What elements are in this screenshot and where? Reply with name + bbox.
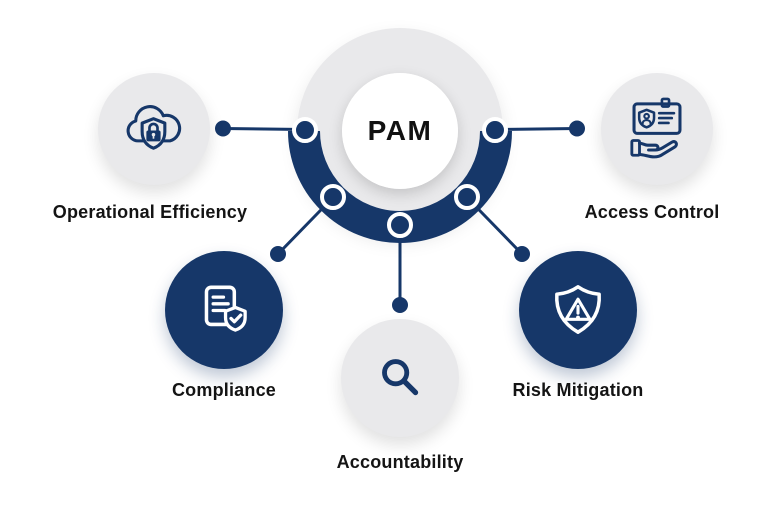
arc-node-left [291, 116, 318, 143]
circle-operational-efficiency [98, 73, 210, 185]
arc-node-bottom-left [319, 184, 346, 210]
circle-compliance [165, 251, 283, 369]
id-card-hand-icon [630, 97, 682, 159]
label-risk-mitigation: Risk Mitigation [512, 380, 644, 400]
connector-dot [270, 246, 286, 262]
arc-node-bottom-right [453, 184, 480, 210]
arc-node-bottom [386, 212, 413, 238]
label-compliance: Compliance [171, 380, 277, 400]
circle-accountability [341, 319, 459, 437]
connector-dot [215, 120, 231, 137]
magnifier-icon [382, 359, 419, 396]
shield-warning-icon [555, 285, 601, 334]
connector-dot [569, 120, 585, 137]
hub-center-circle: PAM [342, 73, 458, 189]
document-shield-check-icon [204, 285, 247, 332]
label-operational-efficiency: Operational Efficiency [52, 202, 248, 222]
circle-access-control [601, 73, 713, 185]
label-access-control: Access Control [584, 202, 720, 222]
arc-node-right [481, 116, 508, 143]
connector-dot [514, 246, 530, 262]
connector-dot [392, 297, 408, 313]
hub-title: PAM [367, 115, 433, 146]
cloud-lock-icon [126, 105, 182, 150]
label-accountability: Accountability [336, 452, 464, 472]
circle-risk-mitigation [519, 251, 637, 369]
